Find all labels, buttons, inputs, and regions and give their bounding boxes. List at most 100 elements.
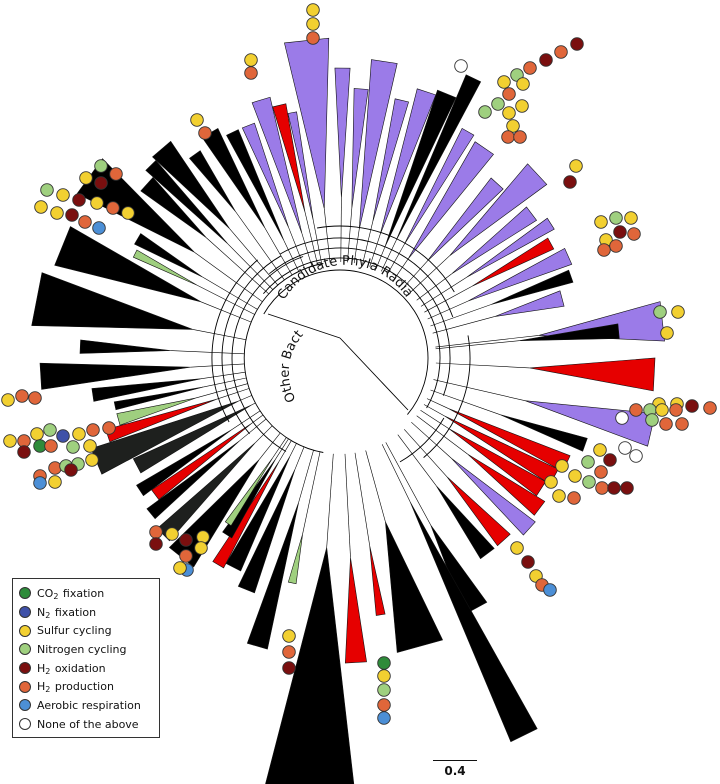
function-dot: [149, 537, 163, 551]
clade-wedge: [237, 469, 296, 594]
clade-wedge: [91, 378, 202, 402]
tree-branch: [387, 244, 405, 275]
function-dot: [491, 97, 505, 111]
clade-wedge: [140, 176, 207, 238]
tree-branch: [420, 410, 450, 430]
function-dot: [513, 130, 527, 144]
function-dot: [669, 403, 683, 417]
clade-wedge: [287, 534, 303, 585]
tree-branch: [231, 256, 304, 452]
tree-branch: [403, 261, 428, 287]
clade-wedge: [156, 442, 256, 542]
clade-wedge: [451, 458, 536, 536]
clade-wedge: [113, 386, 204, 411]
clade-wedge: [467, 454, 546, 516]
clade-wedge: [31, 272, 193, 330]
clade-wedge: [448, 428, 547, 497]
function-dot: [582, 475, 596, 489]
tree-branch: [231, 410, 261, 431]
tree-branch: [264, 227, 293, 276]
legend-swatch: [19, 680, 31, 693]
function-dot: [521, 555, 535, 569]
tree-branch: [416, 273, 452, 301]
tree-branch: [394, 258, 409, 280]
tree-branch: [194, 251, 263, 302]
legend-label: Aerobic respiration: [37, 698, 141, 712]
legend-swatch: [19, 606, 31, 619]
tree-branch: [427, 300, 469, 320]
clade-wedge: [369, 545, 386, 616]
clade-wedge: [241, 122, 289, 228]
tree-branch: [192, 329, 246, 340]
function-dot: [544, 475, 558, 489]
tree-branch: [435, 362, 530, 369]
tree-branch: [432, 316, 495, 334]
tree-branch: [288, 227, 306, 269]
function-dot: [198, 126, 212, 140]
function-dot: [501, 130, 515, 144]
tree-branch: [326, 453, 334, 548]
clade-wedge: [379, 88, 437, 235]
function-dot: [597, 243, 611, 257]
legend-item: Nitrogen cycling: [19, 640, 153, 659]
tree-branch: [251, 414, 263, 424]
clade-wedge: [134, 233, 203, 278]
legend-label: N2 fixation: [37, 605, 97, 620]
tree-branch: [279, 237, 454, 318]
function-dot: [109, 167, 123, 181]
function-dot: [65, 208, 79, 222]
clade-wedge: [372, 98, 409, 222]
tree-branch: [203, 377, 247, 388]
legend-item: H2 production: [19, 677, 153, 696]
tree-branch: [243, 263, 324, 453]
tree-branch: [238, 395, 252, 402]
function-dot: [655, 403, 669, 417]
legend-item: Sulfur cycling: [19, 621, 153, 640]
function-dot: [306, 3, 320, 17]
tree-branches: [170, 197, 539, 558]
legend-label: CO2 fixation: [37, 586, 105, 601]
function-dot: [609, 211, 623, 225]
tree-branch: [200, 301, 252, 323]
function-dot: [92, 221, 106, 235]
clade-wedge: [132, 404, 252, 474]
function-dot: [627, 227, 641, 241]
clade-wedge: [334, 67, 351, 199]
function-dot: [594, 465, 608, 479]
clade-wedge: [146, 440, 240, 520]
function-dot: [244, 66, 258, 80]
clade-wedge: [39, 362, 191, 390]
clade-wedge: [494, 290, 565, 317]
tree-branch: [375, 246, 386, 270]
function-dot: [94, 159, 108, 173]
clade-wedge: [251, 96, 303, 234]
function-dot: [377, 683, 391, 697]
function-dot: [179, 533, 193, 547]
function-dot: [106, 201, 120, 215]
clade-wedge: [426, 177, 504, 262]
tree-branch: [385, 442, 431, 526]
function-dot: [306, 31, 320, 45]
scale-bar-label: 0.4: [444, 764, 466, 778]
legend-swatch: [19, 624, 31, 637]
function-dot: [506, 119, 520, 133]
function-dot: [66, 440, 80, 454]
legend-label: H2 oxidation: [37, 661, 106, 676]
function-markers: [1, 3, 717, 725]
tree-branch: [272, 437, 287, 458]
clade-wedge: [287, 111, 314, 221]
tree-branch: [344, 453, 351, 558]
clade-wedge: [409, 501, 538, 743]
tree-branch: [424, 286, 472, 313]
clade-wedges: [31, 37, 665, 784]
tree-branch: [301, 233, 313, 267]
tree-branch: [324, 208, 331, 263]
tree-branch: [339, 337, 409, 411]
tree-branch: [302, 451, 321, 535]
function-dot: [94, 176, 108, 190]
tree-branch: [205, 237, 269, 295]
tree-branch: [263, 269, 429, 415]
function-dot: [659, 417, 673, 431]
